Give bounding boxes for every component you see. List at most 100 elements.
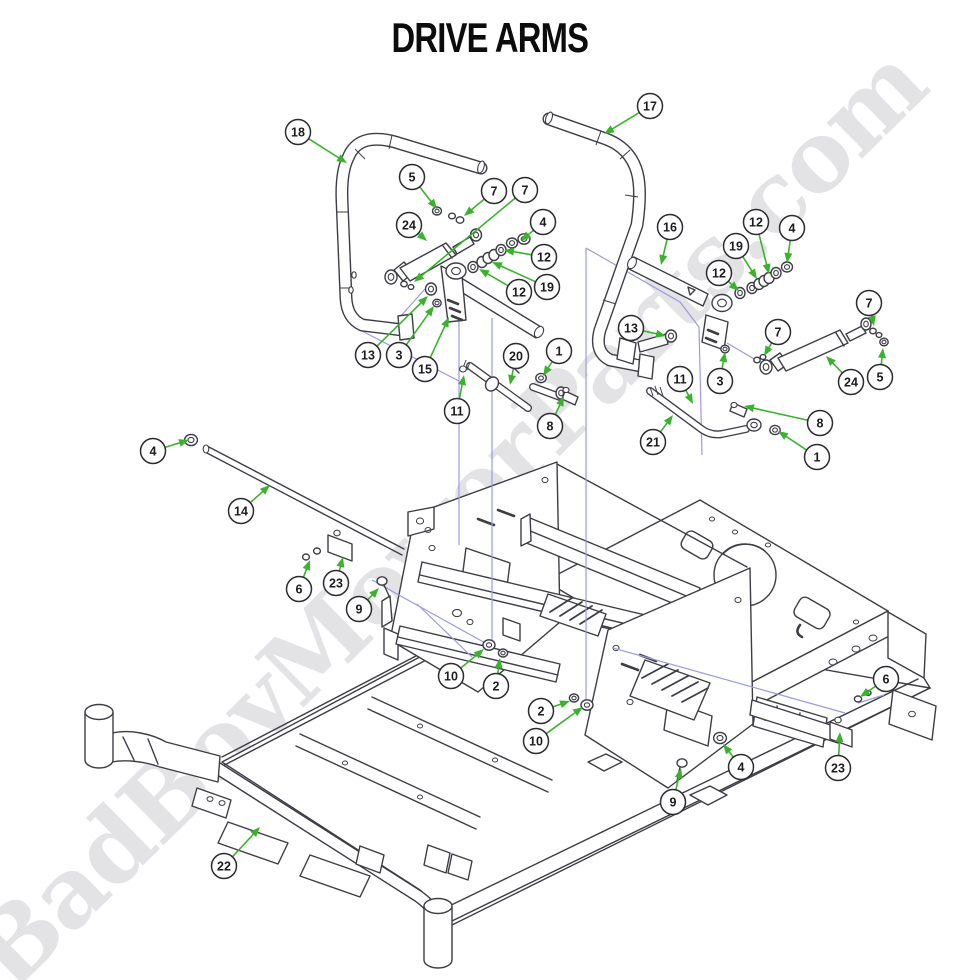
balloon-9 <box>345 595 373 623</box>
balloon-16 <box>656 213 684 241</box>
callout-9: 9 <box>345 588 379 623</box>
left-caster-tube <box>84 712 114 769</box>
svg-text:21: 21 <box>646 435 660 449</box>
balloon-11 <box>443 397 471 425</box>
svg-text:12: 12 <box>537 250 551 264</box>
svg-text:10: 10 <box>444 669 458 683</box>
callout-4: 4 <box>521 208 557 241</box>
balloon-9 <box>659 788 687 816</box>
svg-text:17: 17 <box>643 99 657 113</box>
callout-20: 20 <box>502 342 530 385</box>
callout-2: 2 <box>527 697 570 725</box>
callout-19: 19 <box>492 262 561 301</box>
balloon-1 <box>545 337 573 365</box>
callout-15: 15 <box>411 317 449 383</box>
balloon-17 <box>636 92 664 120</box>
balloon-2 <box>482 672 510 700</box>
svg-text:6: 6 <box>296 582 303 596</box>
balloon-23 <box>824 754 852 782</box>
callout-8: 8 <box>536 396 564 440</box>
right-damper-assembly <box>753 317 889 375</box>
callout-18: 18 <box>284 118 347 163</box>
svg-text:5: 5 <box>409 170 416 184</box>
balloon-1 <box>803 443 831 471</box>
balloon-8 <box>536 412 564 440</box>
callout-13: 13 <box>354 296 428 369</box>
callout-2: 2 <box>482 658 510 700</box>
diagram-title: DRIVE ARMS <box>392 14 589 61</box>
svg-text:20: 20 <box>509 349 523 363</box>
balloon-21 <box>639 428 667 456</box>
callout-24: 24 <box>395 211 427 241</box>
callout-3: 3 <box>385 306 434 369</box>
svg-text:13: 13 <box>361 348 375 362</box>
svg-text:4: 4 <box>738 760 745 774</box>
svg-text:19: 19 <box>729 239 743 253</box>
left-pivot-assembly <box>424 262 545 339</box>
svg-text:14: 14 <box>234 504 248 518</box>
balloon-15 <box>411 355 439 383</box>
svg-text:12: 12 <box>749 215 763 229</box>
svg-text:4: 4 <box>150 444 157 458</box>
callout-12: 12 <box>742 208 771 274</box>
callout-8: 8 <box>744 404 834 437</box>
balloon-6 <box>285 575 313 603</box>
svg-text:24: 24 <box>402 218 416 232</box>
callout-6: 6 <box>860 665 900 697</box>
long-rod-assembly <box>183 433 405 599</box>
callout-23: 23 <box>322 557 350 597</box>
rear-foot-plate <box>888 689 937 741</box>
svg-text:15: 15 <box>418 362 432 376</box>
rod-bracket-23 <box>327 534 353 562</box>
svg-text:6: 6 <box>883 672 890 686</box>
balloon-24 <box>837 368 865 396</box>
right-pivot-assembly <box>626 256 794 354</box>
svg-text:23: 23 <box>329 576 343 590</box>
callout-16: 16 <box>656 213 684 265</box>
balloon-5 <box>866 363 894 391</box>
balloon-4 <box>139 437 167 465</box>
assembly-leader-lines <box>357 247 885 714</box>
svg-text:8: 8 <box>817 416 824 430</box>
svg-text:23: 23 <box>831 761 845 775</box>
callout-6: 6 <box>285 560 313 603</box>
left-drive-arm-assembly <box>335 132 488 341</box>
callout-4: 4 <box>139 437 189 465</box>
balloon-12 <box>742 208 770 236</box>
balloon-2 <box>527 697 555 725</box>
right-caster-tube <box>423 906 453 969</box>
svg-text:1: 1 <box>556 344 563 358</box>
balloon-7 <box>855 289 883 317</box>
svg-text:3: 3 <box>396 348 403 362</box>
svg-text:12: 12 <box>712 266 726 280</box>
callout-17: 17 <box>604 92 664 134</box>
left-damper-assembly <box>384 206 531 291</box>
balloon-7 <box>764 318 792 346</box>
balloon-11 <box>666 365 694 393</box>
svg-text:16: 16 <box>663 220 677 234</box>
callout-9: 9 <box>659 768 687 816</box>
callout-24: 24 <box>826 356 865 396</box>
svg-text:9: 9 <box>356 602 363 616</box>
svg-text:10: 10 <box>529 734 543 748</box>
rear-bracket-23 <box>829 721 853 748</box>
svg-text:11: 11 <box>450 404 463 418</box>
balloon-13 <box>617 314 645 342</box>
balloon-12 <box>705 259 733 287</box>
balloon-8 <box>806 409 834 437</box>
callout-12: 12 <box>479 269 533 306</box>
callout-7: 7 <box>414 176 539 282</box>
callout-3: 3 <box>706 352 734 395</box>
callout-12: 12 <box>705 259 739 291</box>
balloon-3 <box>385 341 413 369</box>
callout-22: 22 <box>210 827 260 880</box>
callout-1: 1 <box>778 431 831 471</box>
callout-5: 5 <box>398 163 437 209</box>
balloon-5 <box>398 163 426 191</box>
callout-10: 10 <box>522 707 583 755</box>
svg-text:2: 2 <box>493 679 500 693</box>
callout-10: 10 <box>437 649 484 690</box>
svg-text:7: 7 <box>522 183 529 197</box>
